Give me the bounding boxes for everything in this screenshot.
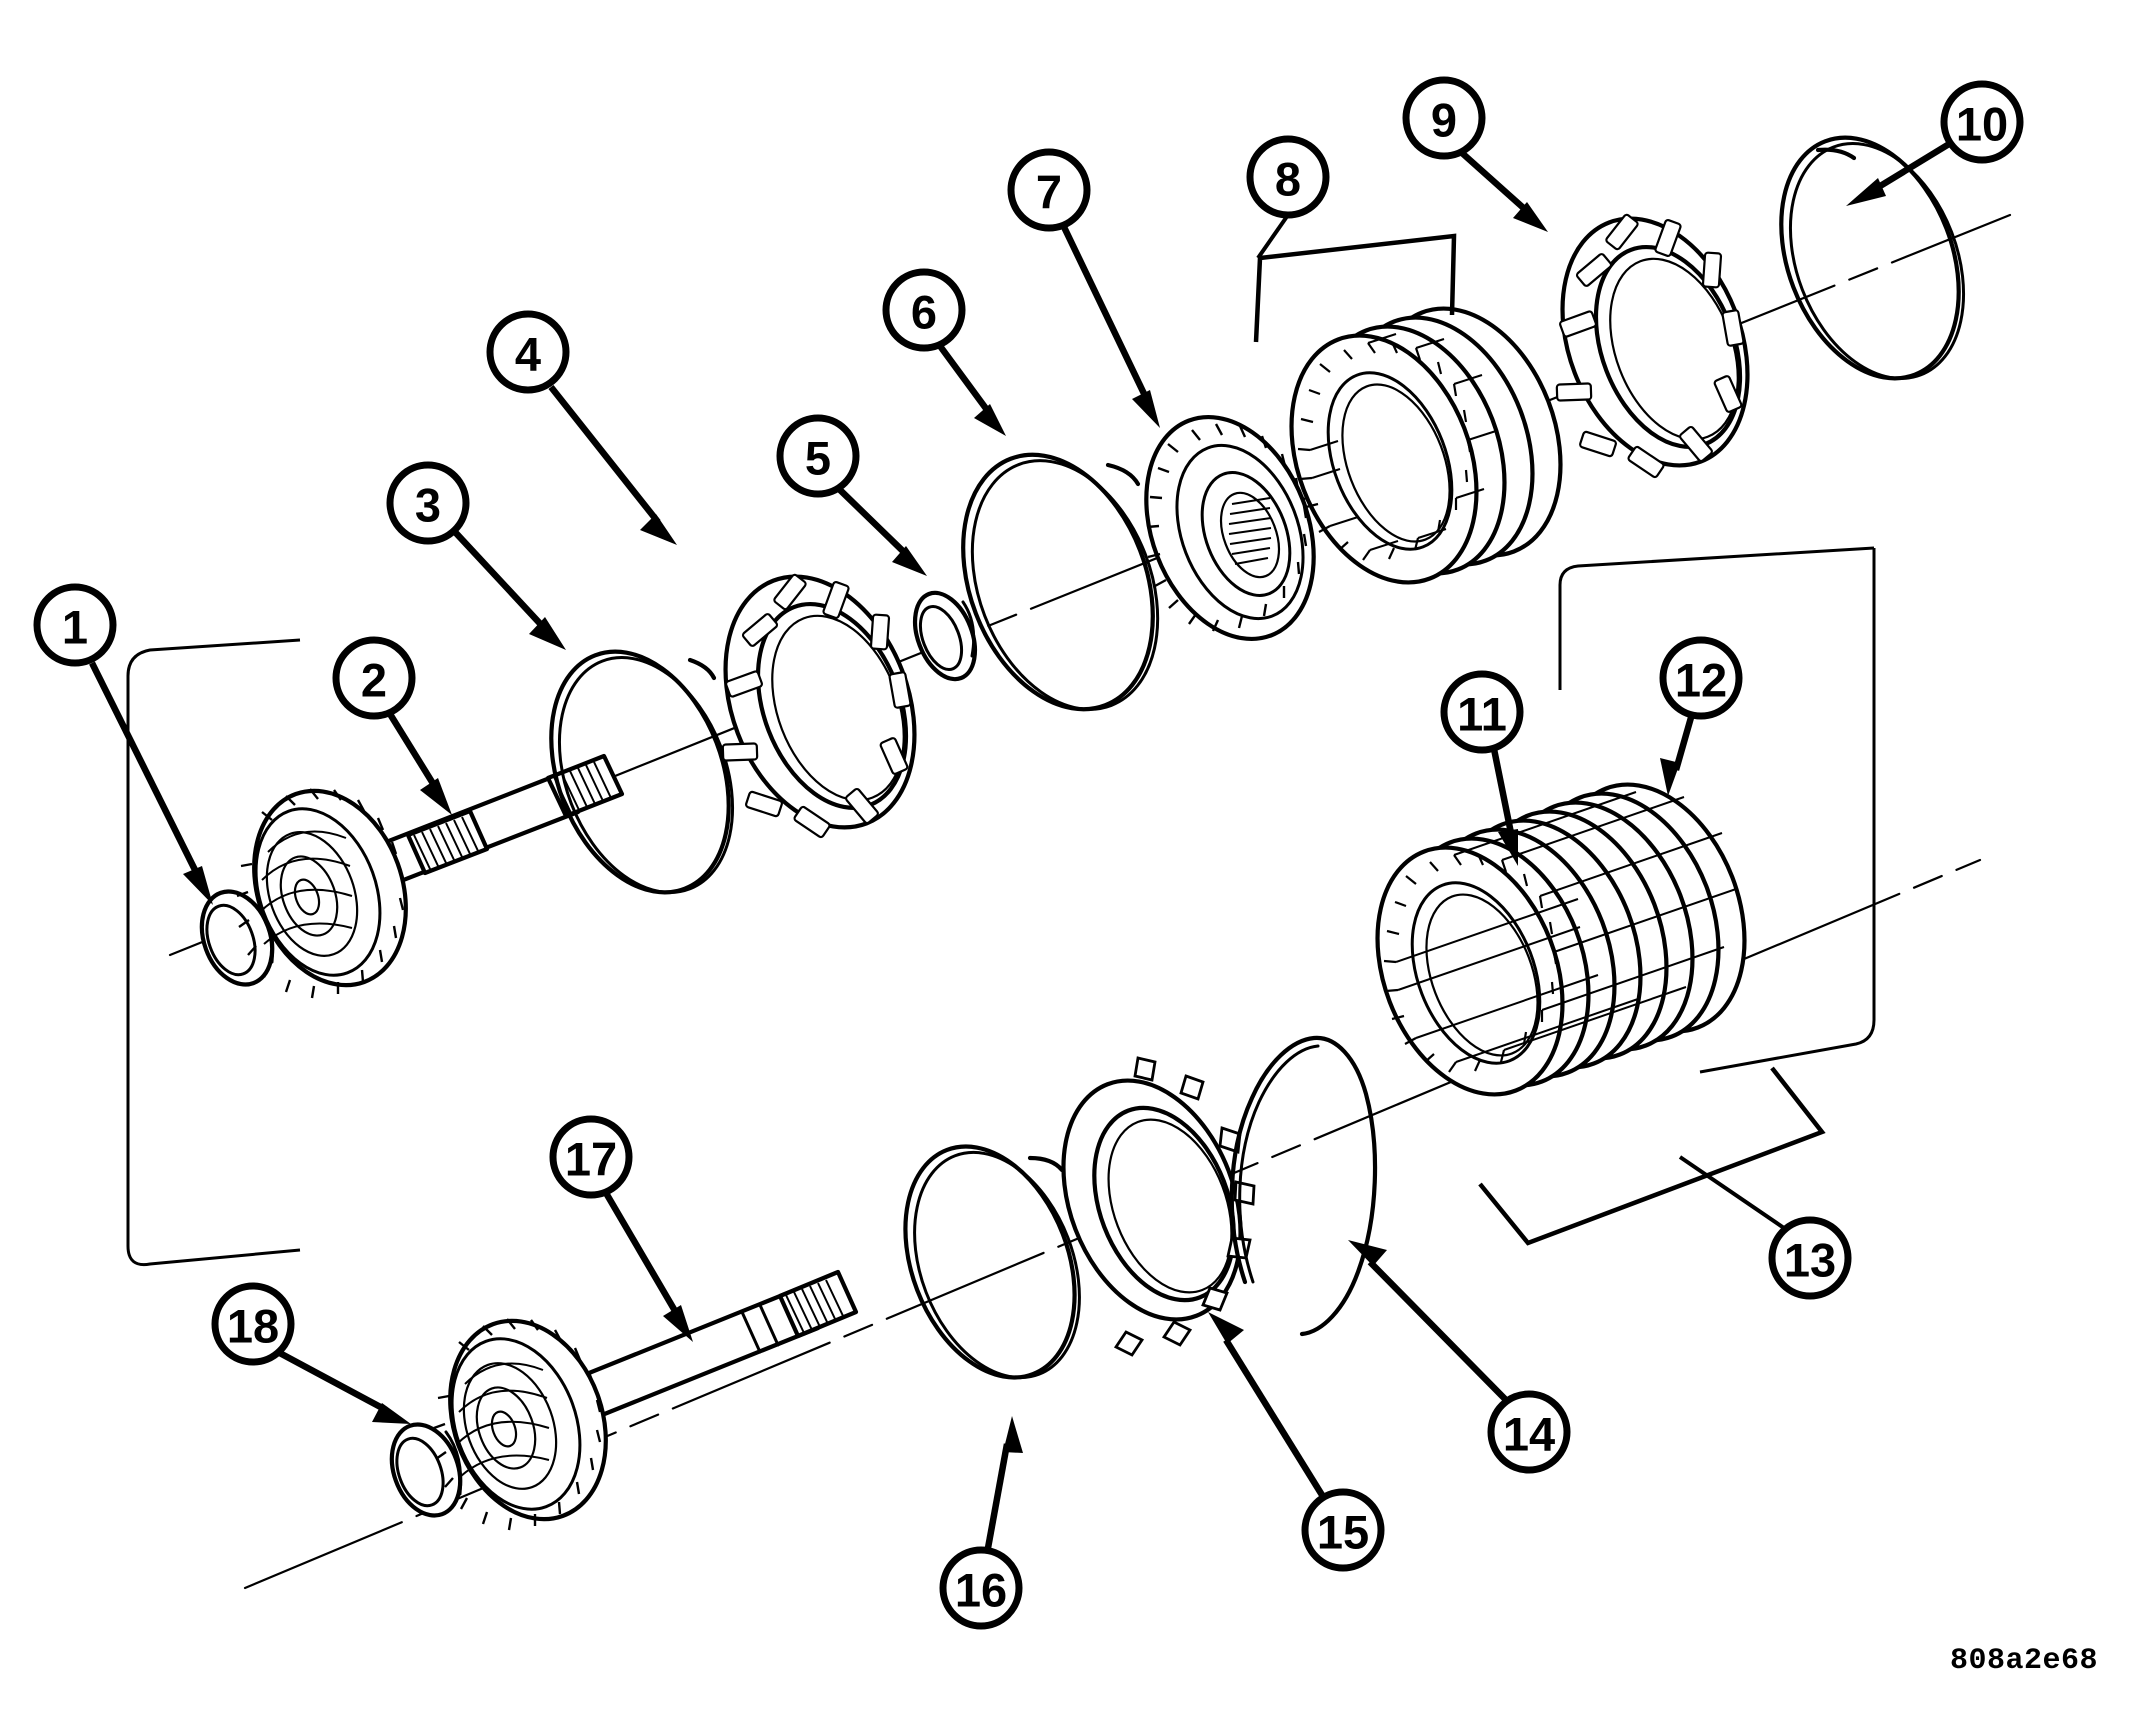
callout-bubbles: 1 2 3 4 5 6 [33,76,2024,1630]
callout-5[interactable]: 5 [776,414,860,498]
callout-18[interactable]: 18 [211,1282,295,1366]
part-clutch-plate-pack-8 [1289,306,1563,585]
part-snap-ring-16 [903,1144,1081,1380]
figure-id-label: 808a2e68 [1949,1644,2098,1678]
callout-10-label: 10 [1956,98,2008,151]
callout-10[interactable]: 10 [1940,80,2024,164]
callout-14[interactable]: 14 [1487,1390,1571,1474]
callout-4[interactable]: 4 [486,310,570,394]
callout-3-label: 3 [415,479,441,532]
part-reaction-plate-9 [1555,212,1750,480]
callout-7-label: 7 [1036,166,1062,219]
part-seal-ring-5 [912,590,978,682]
callout-9-label: 9 [1431,94,1457,147]
callout-3[interactable]: 3 [386,461,470,545]
callout-4-label: 4 [515,328,541,381]
callout-17-label: 17 [565,1133,617,1186]
part-clutch-plate-pack-13 [1375,782,1747,1097]
callout-15-label: 15 [1317,1506,1369,1559]
callout-6-label: 6 [911,286,937,339]
part-thrust-washer-rear [389,1422,463,1518]
part-output-shaft-hub [433,1269,859,1531]
callout-11-label: 11 [1457,688,1507,741]
callout-18-label: 18 [227,1300,279,1353]
callout-6[interactable]: 6 [882,268,966,352]
callout-15[interactable]: 15 [1301,1488,1385,1572]
bracket-clutch-pack-13 [1478,1066,1826,1246]
callout-1-label: 1 [62,601,88,654]
callout-16[interactable]: 16 [939,1546,1023,1630]
part-pressure-plate-15 [1061,1056,1256,1357]
callout-2[interactable]: 2 [332,636,416,720]
callout-5-label: 5 [805,432,831,485]
leader-lines [89,138,1956,1549]
callout-14-label: 14 [1503,1408,1555,1461]
callout-11[interactable]: 11 [1440,670,1524,754]
callout-12-label: 12 [1675,654,1727,707]
callout-8[interactable]: 8 [1246,135,1330,219]
callout-13[interactable]: 13 [1768,1216,1852,1300]
callout-17[interactable]: 17 [549,1115,633,1199]
callout-8-label: 8 [1275,153,1301,206]
part-clutch-hub-7 [1144,414,1316,642]
callout-1[interactable]: 1 [33,583,117,667]
part-snap-ring-3 [549,649,735,895]
part-snap-ring-6 [961,452,1160,712]
callout-13-label: 13 [1784,1234,1836,1287]
part-wave-spring-14 [1229,1035,1378,1337]
part-input-shaft-hub [236,753,625,999]
part-reaction-plate-4 [721,572,917,840]
callout-12[interactable]: 12 [1659,636,1743,720]
bracket-clutch-pack-8 [1253,213,1457,343]
assembly-group-boundary [126,546,1876,1267]
callout-2-label: 2 [361,654,387,707]
callout-16-label: 16 [955,1564,1007,1617]
part-snap-ring-10 [1779,135,1966,381]
callout-9[interactable]: 9 [1402,76,1486,160]
callout-7[interactable]: 7 [1007,148,1091,232]
